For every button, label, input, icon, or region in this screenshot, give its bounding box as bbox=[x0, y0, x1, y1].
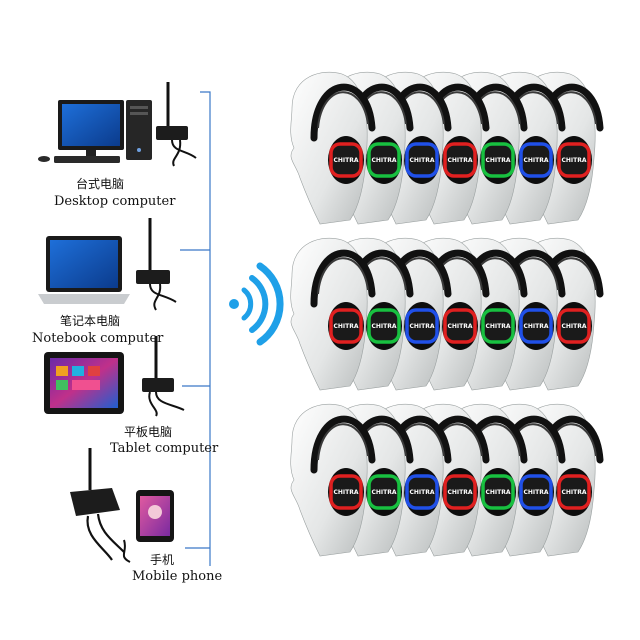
headphone-brand-label: CHITRA bbox=[333, 323, 358, 330]
led-ring bbox=[367, 142, 401, 178]
keyboard-icon bbox=[54, 156, 120, 163]
led-ring bbox=[481, 474, 515, 510]
desktop-device: 台式电脑 Desktop computer bbox=[38, 82, 197, 209]
led-ring bbox=[557, 142, 591, 178]
laptop-icon bbox=[38, 236, 130, 304]
headphone-brand-label: CHITRA bbox=[371, 489, 396, 496]
headphone-icon: CHITRA bbox=[500, 83, 566, 184]
connector-desktop bbox=[200, 91, 211, 566]
transmitter-icon bbox=[156, 82, 197, 167]
desktop-label-en: Desktop computer bbox=[54, 194, 176, 209]
headphone-brand-label: CHITRA bbox=[485, 323, 510, 330]
headphone-brand-label: CHITRA bbox=[523, 489, 548, 496]
mobile-label-en: Mobile phone bbox=[132, 569, 222, 584]
mobile-device: 手机 Mobile phone bbox=[70, 448, 222, 584]
headphone-brand-label: CHITRA bbox=[447, 157, 472, 164]
headphone-brand-label: CHITRA bbox=[447, 489, 472, 496]
led-ring bbox=[405, 308, 439, 344]
headphone-icon: CHITRA bbox=[538, 249, 604, 350]
mannequin-with-headphone: CHITRA bbox=[290, 237, 376, 391]
mannequin-head bbox=[290, 71, 368, 225]
led-ring bbox=[443, 308, 477, 344]
headphone-brand-label: CHITRA bbox=[447, 323, 472, 330]
led-ring bbox=[519, 474, 553, 510]
led-ring bbox=[481, 308, 515, 344]
tablet-label-en: Tablet computer bbox=[110, 441, 219, 456]
tablet-device: 平板电脑 Tablet computer bbox=[44, 336, 219, 456]
headphone-brand-label: CHITRA bbox=[409, 323, 434, 330]
led-ring bbox=[443, 474, 477, 510]
notebook-label-zh: 笔记本电脑 bbox=[60, 313, 120, 328]
headphone-brand-label: CHITRA bbox=[561, 489, 586, 496]
headphone-icon: CHITRA bbox=[386, 249, 452, 350]
mobile-label-zh: 手机 bbox=[150, 553, 174, 567]
notebook-device: 笔记本电脑 Notebook computer bbox=[32, 218, 177, 346]
led-ring bbox=[367, 474, 401, 510]
tablet-label-zh: 平板电脑 bbox=[124, 425, 172, 439]
led-ring bbox=[443, 142, 477, 178]
headphone-brand-label: CHITRA bbox=[523, 323, 548, 330]
mouse-icon bbox=[38, 156, 50, 162]
smartphone-icon bbox=[122, 490, 174, 563]
mannequin-with-headphone: CHITRA bbox=[290, 403, 376, 557]
headphone-brand-label: CHITRA bbox=[333, 157, 358, 164]
headphone-brand-label: CHITRA bbox=[561, 323, 586, 330]
headphone-row: CHITRA CHITRA CHITRA CHITRA CHITRA CHITRA CHIT… bbox=[290, 403, 604, 557]
headphone-icon: CHITRA bbox=[538, 415, 604, 516]
headphone-brand-label: CHITRA bbox=[523, 157, 548, 164]
headphone-icon: CHITRA bbox=[462, 415, 528, 516]
tablet-icon bbox=[44, 352, 124, 414]
mannequin-with-headphone: CHITRA bbox=[290, 71, 376, 225]
headphone-brand-label: CHITRA bbox=[485, 489, 510, 496]
headphone-brand-label: CHITRA bbox=[371, 157, 396, 164]
led-ring bbox=[329, 142, 363, 178]
headphone-row: CHITRA CHITRA CHITRA CHITRA CHITRA CHITRA CHIT… bbox=[290, 237, 604, 391]
transmitter-icon bbox=[142, 336, 185, 417]
led-ring bbox=[329, 474, 363, 510]
desktop-label-zh: 台式电脑 bbox=[76, 176, 124, 191]
led-ring bbox=[519, 308, 553, 344]
notebook-label-en: Notebook computer bbox=[32, 331, 164, 346]
connector-lines bbox=[180, 91, 211, 566]
headphone-icon: CHITRA bbox=[386, 83, 452, 184]
headphone-brand-label: CHITRA bbox=[371, 323, 396, 330]
transmitter-icon bbox=[70, 448, 125, 561]
headphone-brand-label: CHITRA bbox=[409, 489, 434, 496]
headphone-brand-label: CHITRA bbox=[561, 157, 586, 164]
headphone-icon: CHITRA bbox=[310, 249, 376, 350]
headphone-brand-label: CHITRA bbox=[485, 157, 510, 164]
headphone-icon: CHITRA bbox=[310, 415, 376, 516]
headphone-row: CHITRA CHITRA CHITRA CHITRA CHITRA CHITRA CHIT… bbox=[290, 71, 604, 225]
mannequin-head bbox=[290, 403, 368, 557]
wireless-signal-icon bbox=[229, 262, 284, 346]
led-ring bbox=[405, 474, 439, 510]
monitor-icon bbox=[58, 100, 124, 160]
led-ring bbox=[329, 308, 363, 344]
led-ring bbox=[557, 308, 591, 344]
led-ring bbox=[367, 308, 401, 344]
led-ring bbox=[519, 142, 553, 178]
transmitter-icon bbox=[136, 218, 177, 311]
headphone-brand-label: CHITRA bbox=[409, 157, 434, 164]
headphone-brand-label: CHITRA bbox=[333, 489, 358, 496]
led-ring bbox=[557, 474, 591, 510]
led-ring bbox=[481, 142, 515, 178]
mannequin-head bbox=[290, 237, 368, 391]
headphone-grid: CHITRA CHITRA CHITRA CHITRA CHITRA CHITRA CHIT… bbox=[290, 71, 604, 557]
headphone-icon: CHITRA bbox=[310, 83, 376, 184]
desktop-pc-icon bbox=[126, 100, 152, 160]
led-ring bbox=[405, 142, 439, 178]
headphone-icon: CHITRA bbox=[462, 83, 528, 184]
